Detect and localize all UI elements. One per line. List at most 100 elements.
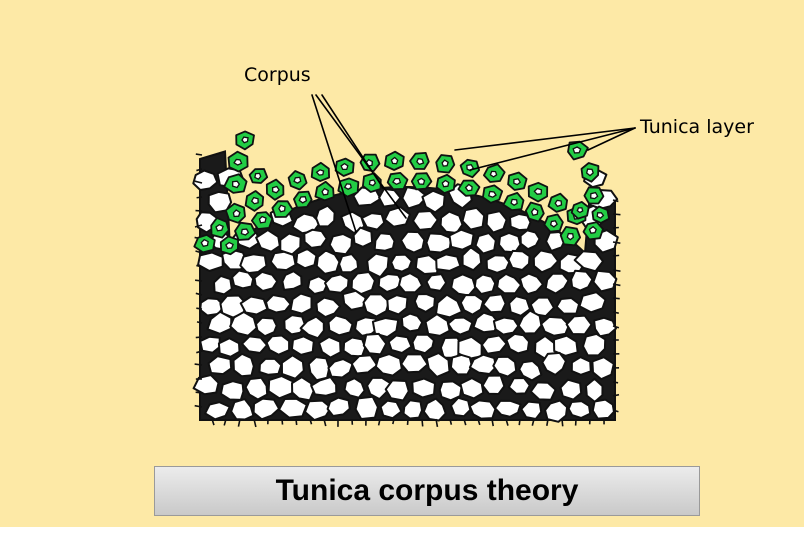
tunica-cell-nucleus [254,172,262,181]
cell-wall-spur [196,168,203,172]
corpus-cell [413,293,436,313]
tunica-cell-nucleus [554,199,563,208]
corpus-cell [496,272,523,295]
corpus-cell [400,312,424,333]
corpus-cell [591,356,615,381]
corpus-cell [207,355,233,376]
tunica-cell-nucleus [250,196,259,205]
corpus-cell [412,210,439,231]
tunica-cell-nucleus [489,170,498,178]
corpus-cell [541,351,567,376]
corpus-cell [352,226,374,248]
corpus-cell [350,271,376,295]
tunica-cell-nucleus [278,204,286,213]
cell-wall-spur [449,418,453,425]
corpus-cell [252,397,281,421]
corpus-cell [354,395,379,420]
corpus-cell [582,332,607,357]
tunica-layer-label: Tunica layer [640,116,754,138]
corpus-cell [400,353,429,374]
tunica-cell-nucleus [232,180,241,189]
corpus-cell [507,377,531,395]
corpus-cell [291,376,315,402]
tunica-cell-nucleus [258,215,267,224]
cell-wall-spur [463,418,467,426]
corpus-cell [290,335,315,356]
corpus-cell [411,333,435,355]
corpus-cell [540,315,571,337]
corpus-cell [505,332,530,355]
cell-wall-spur [612,283,621,287]
corpus-cell [213,274,233,296]
cell-wall-spur [612,325,620,329]
tunica-cell-nucleus [343,183,352,190]
cell-wall-spur [612,199,619,203]
tunica-pointer-line [454,127,636,151]
corpus-cell [326,396,351,417]
corpus-cell [338,253,360,274]
tunica-cell-nucleus [340,162,349,171]
corpus-cell [371,317,400,339]
tunica-cell-nucleus [240,228,250,236]
corpus-cell [343,377,366,399]
corpus-cell [508,295,531,317]
corpus-cell [398,272,424,294]
tunica-cell-nucleus [576,207,584,214]
corpus-cell [299,315,325,340]
cell-wall-spur [323,418,327,427]
cell-wall-spur [612,381,619,384]
corpus-cell [567,400,592,419]
corpus-cell [593,316,617,338]
cell-wall-spur [531,418,535,426]
tunica-pointer-line [587,127,636,151]
corpus-cell [494,399,522,418]
tunica-cell-nucleus [416,157,425,166]
corpus-pointer-line [311,94,357,233]
cell-wall-spur [196,307,203,310]
cell-wall-spur [194,224,203,228]
tunica-cell-nucleus [232,209,241,218]
corpus-cell [310,376,338,397]
tunica-cell-nucleus [566,232,575,241]
cell-wall-spur [194,363,203,366]
corpus-cell [421,189,446,214]
corpus-cell [485,210,508,234]
corpus-cell [485,254,511,274]
corpus-cell [327,358,354,379]
cell-wall-spur [505,418,509,426]
corpus-cell [509,213,532,232]
corpus-cell [448,228,475,251]
tunica-cell-nucleus [513,178,522,186]
corpus-label: Corpus [244,64,311,86]
corpus-cell [414,254,439,275]
tunica-cell-nucleus [464,183,473,192]
corpus-cell [307,356,331,382]
corpus-cell [474,232,497,255]
tunica-cell-nucleus [596,212,605,219]
corpus-cell [450,396,472,418]
corpus-cell [318,335,342,359]
corpus-cell [244,376,269,401]
corpus-cell [341,289,367,311]
corpus-cell [295,247,318,270]
corpus-cell [373,232,396,252]
corpus-cell [269,250,297,272]
corpus-cell [573,250,604,273]
cell-wall-spur [195,153,203,156]
corpus-cell [435,253,462,272]
corpus-cell [422,397,447,422]
corpus-cell [217,337,241,358]
tunica-cell-nucleus [488,190,497,198]
cell-wall-spur [421,418,424,427]
cell-wall-spur [612,241,621,244]
cell-wall-spur [195,336,203,339]
corpus-cell [206,310,233,335]
corpus-cell [555,297,581,315]
corpus-cell [425,352,451,378]
cell-wall-spur [518,418,521,426]
tunica-cell-nucleus [416,177,426,185]
cell-wall-spur [195,391,203,394]
corpus-cell [390,253,413,273]
corpus-cell [461,246,483,272]
